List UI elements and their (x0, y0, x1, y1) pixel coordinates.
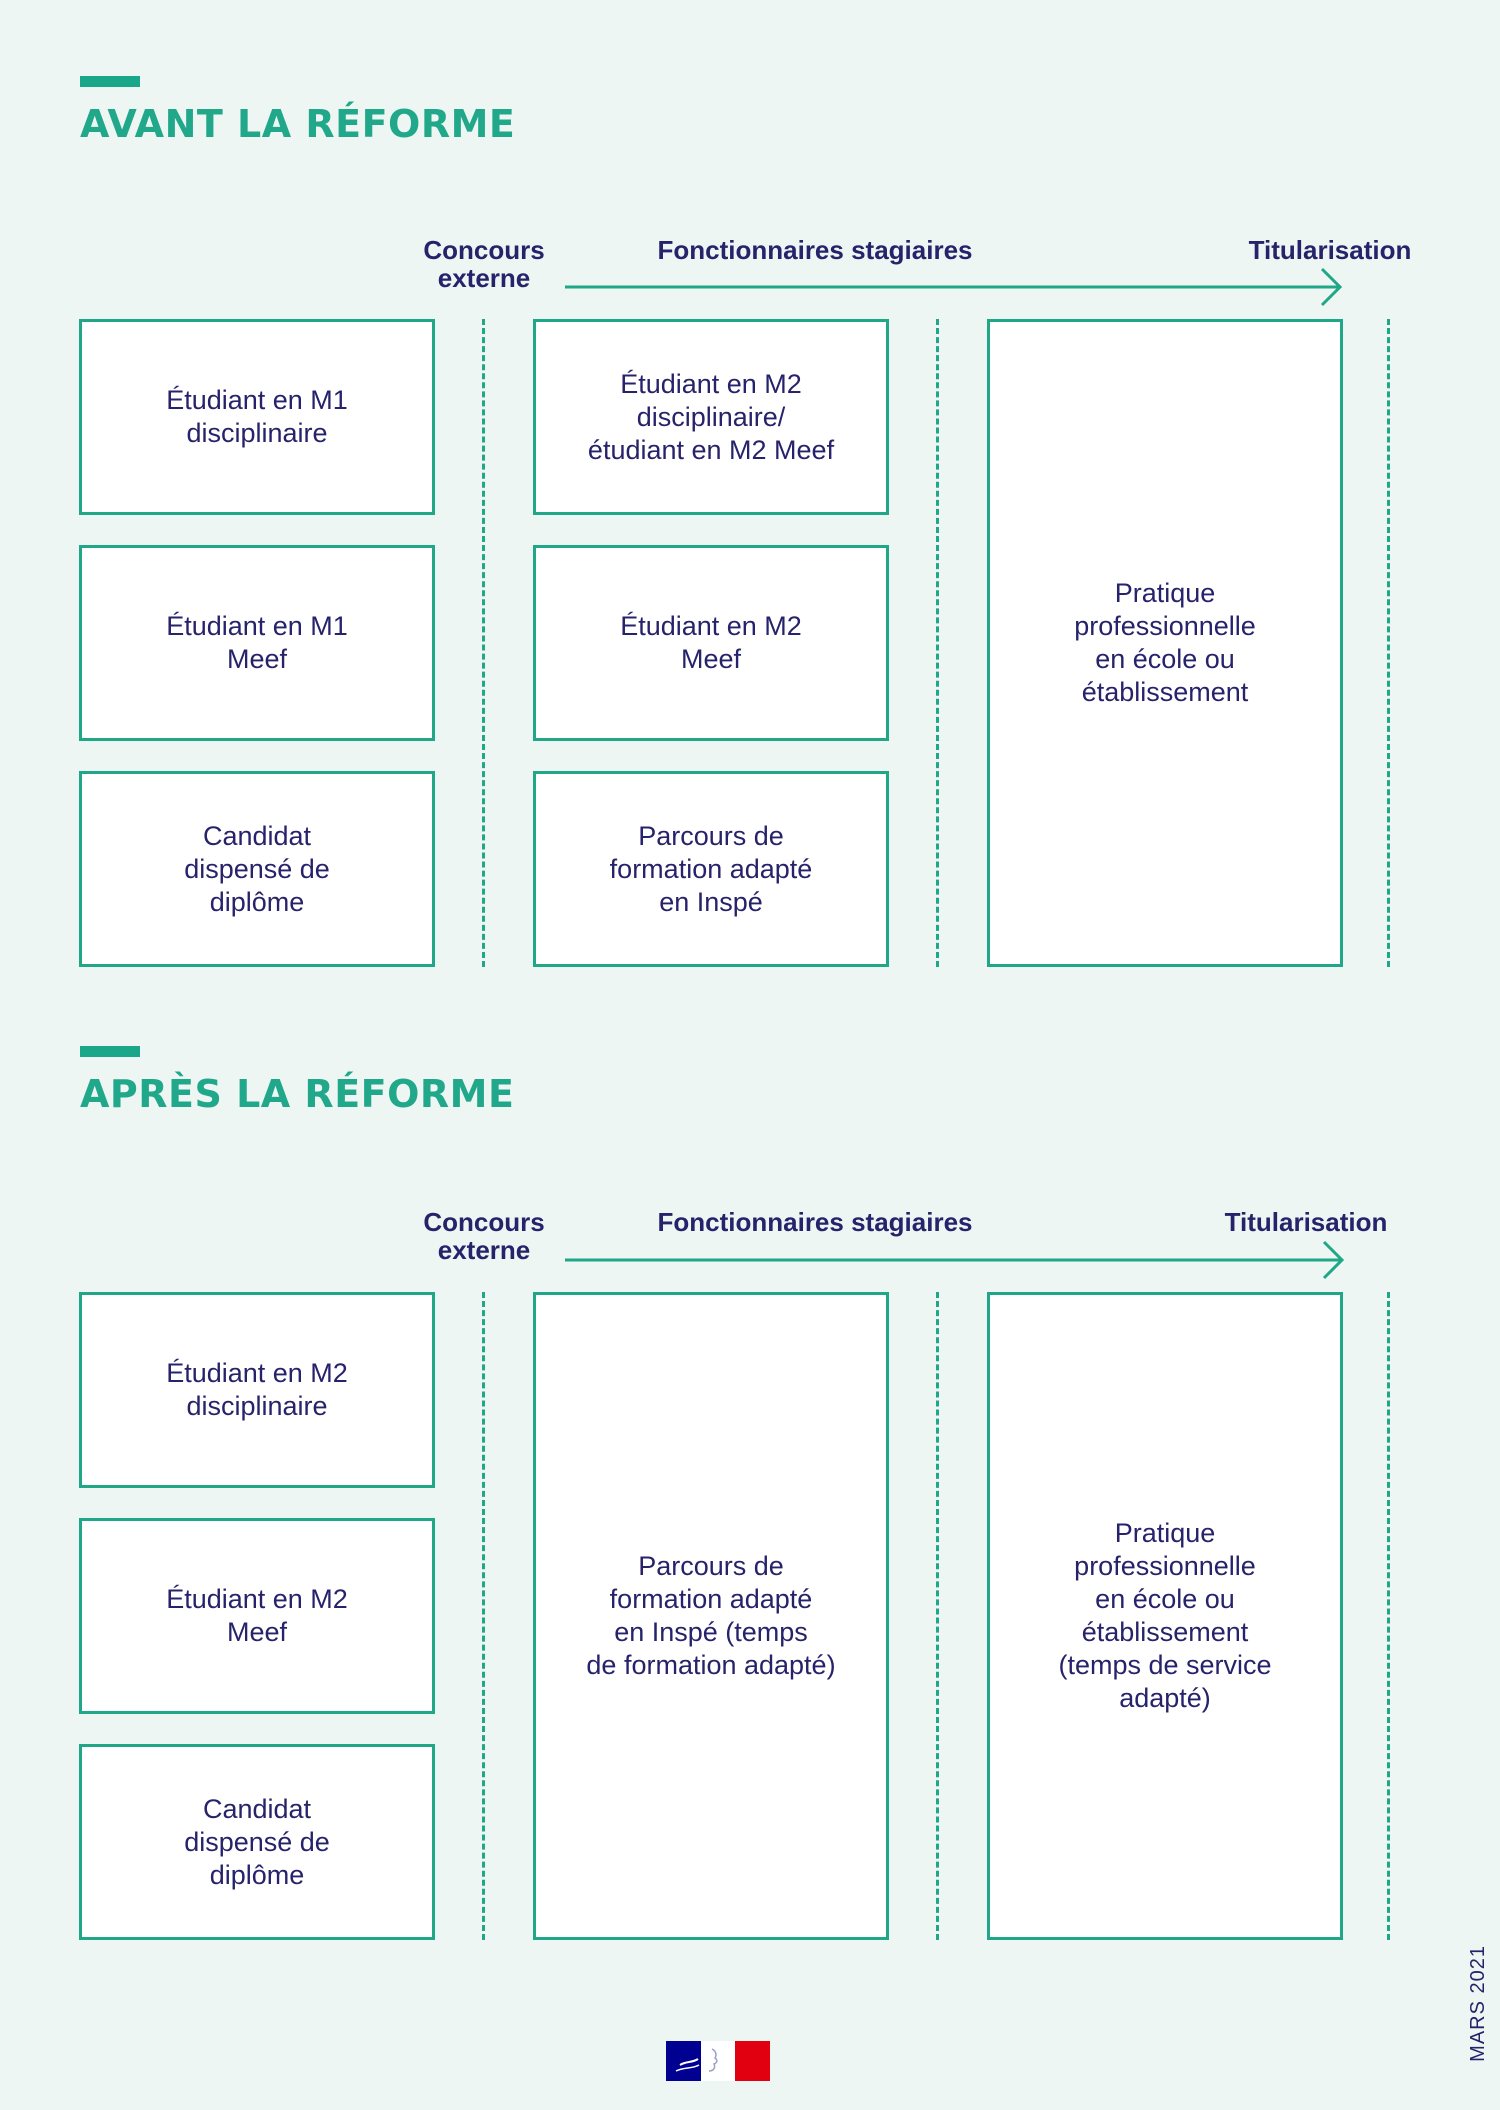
date-label: MARS 2021 (1467, 1945, 1489, 2062)
republique-francaise-logo (666, 2041, 770, 2081)
dashed-divider (936, 319, 939, 967)
header-titularisation: Titularisation (1224, 1207, 1388, 1237)
box-label: Parcours de formation adapté en Inspé (609, 820, 813, 917)
section-accent-bar (80, 76, 140, 87)
box-col3-pratique: Pratique professionnelle en école ou éta… (987, 1292, 1343, 1940)
box-col1-row1: Étudiant en M2 disciplinaire (79, 1292, 435, 1488)
box-col2-row1: Étudiant en M2 disciplinaire/ étudiant e… (533, 319, 889, 515)
box-col2-row2: Étudiant en M2 Meef (533, 545, 889, 741)
dashed-divider (1387, 319, 1390, 967)
dashed-divider (1387, 1292, 1390, 1940)
dashed-divider (936, 1292, 939, 1940)
box-col1-row2: Étudiant en M2 Meef (79, 1518, 435, 1714)
box-label: Étudiant en M1 disciplinaire (166, 385, 348, 448)
box-label: Étudiant en M2 disciplinaire (166, 1358, 348, 1421)
dashed-divider (482, 1292, 485, 1940)
dashed-divider (482, 319, 485, 967)
section-title: AVANT LA RÉFORME (80, 102, 516, 146)
section-accent-bar (80, 1046, 140, 1057)
timeline-arrow (565, 267, 1343, 307)
box-label: Candidat dispensé de diplôme (184, 820, 330, 917)
box-col2-parcours: Parcours de formation adapté en Inspé (t… (533, 1292, 889, 1940)
box-label: Pratique professionnelle en école ou éta… (1058, 1518, 1272, 1713)
header-fonctionnaires-stagiaires: Fonctionnaires stagiaires (657, 235, 973, 265)
box-col1-row3: Candidat dispensé de diplôme (79, 1744, 435, 1940)
header-titularisation: Titularisation (1248, 235, 1412, 265)
header-fonctionnaires-stagiaires: Fonctionnaires stagiaires (657, 1207, 973, 1237)
section-title: APRÈS LA RÉFORME (80, 1072, 515, 1116)
section-after: APRÈS LA RÉFORME Concours externe Foncti… (79, 1046, 1390, 1940)
timeline-arrow (565, 1240, 1345, 1280)
box-label: Pratique professionnelle en école ou éta… (1074, 578, 1256, 707)
box-col3-pratique: Pratique professionnelle en école ou éta… (987, 319, 1343, 967)
box-col1-row1: Étudiant en M1 disciplinaire (79, 319, 435, 515)
box-label: Étudiant en M2 Meef (620, 611, 802, 674)
box-label: Étudiant en M1 Meef (166, 611, 348, 674)
box-col1-row3: Candidat dispensé de diplôme (79, 771, 435, 967)
box-label: Étudiant en M2 Meef (166, 1584, 348, 1647)
box-label: Candidat dispensé de diplôme (184, 1793, 330, 1890)
box-label: Parcours de formation adapté en Inspé (t… (586, 1551, 836, 1680)
box-col1-row2: Étudiant en M1 Meef (79, 545, 435, 741)
header-concours-externe: Concours externe (423, 1207, 545, 1265)
box-col2-row3: Parcours de formation adapté en Inspé (533, 771, 889, 967)
header-concours-externe: Concours externe (423, 235, 545, 293)
box-label: Étudiant en M2 disciplinaire/ étudiant e… (587, 368, 835, 465)
section-before: AVANT LA RÉFORME Concours externe Foncti… (0, 0, 1500, 980)
